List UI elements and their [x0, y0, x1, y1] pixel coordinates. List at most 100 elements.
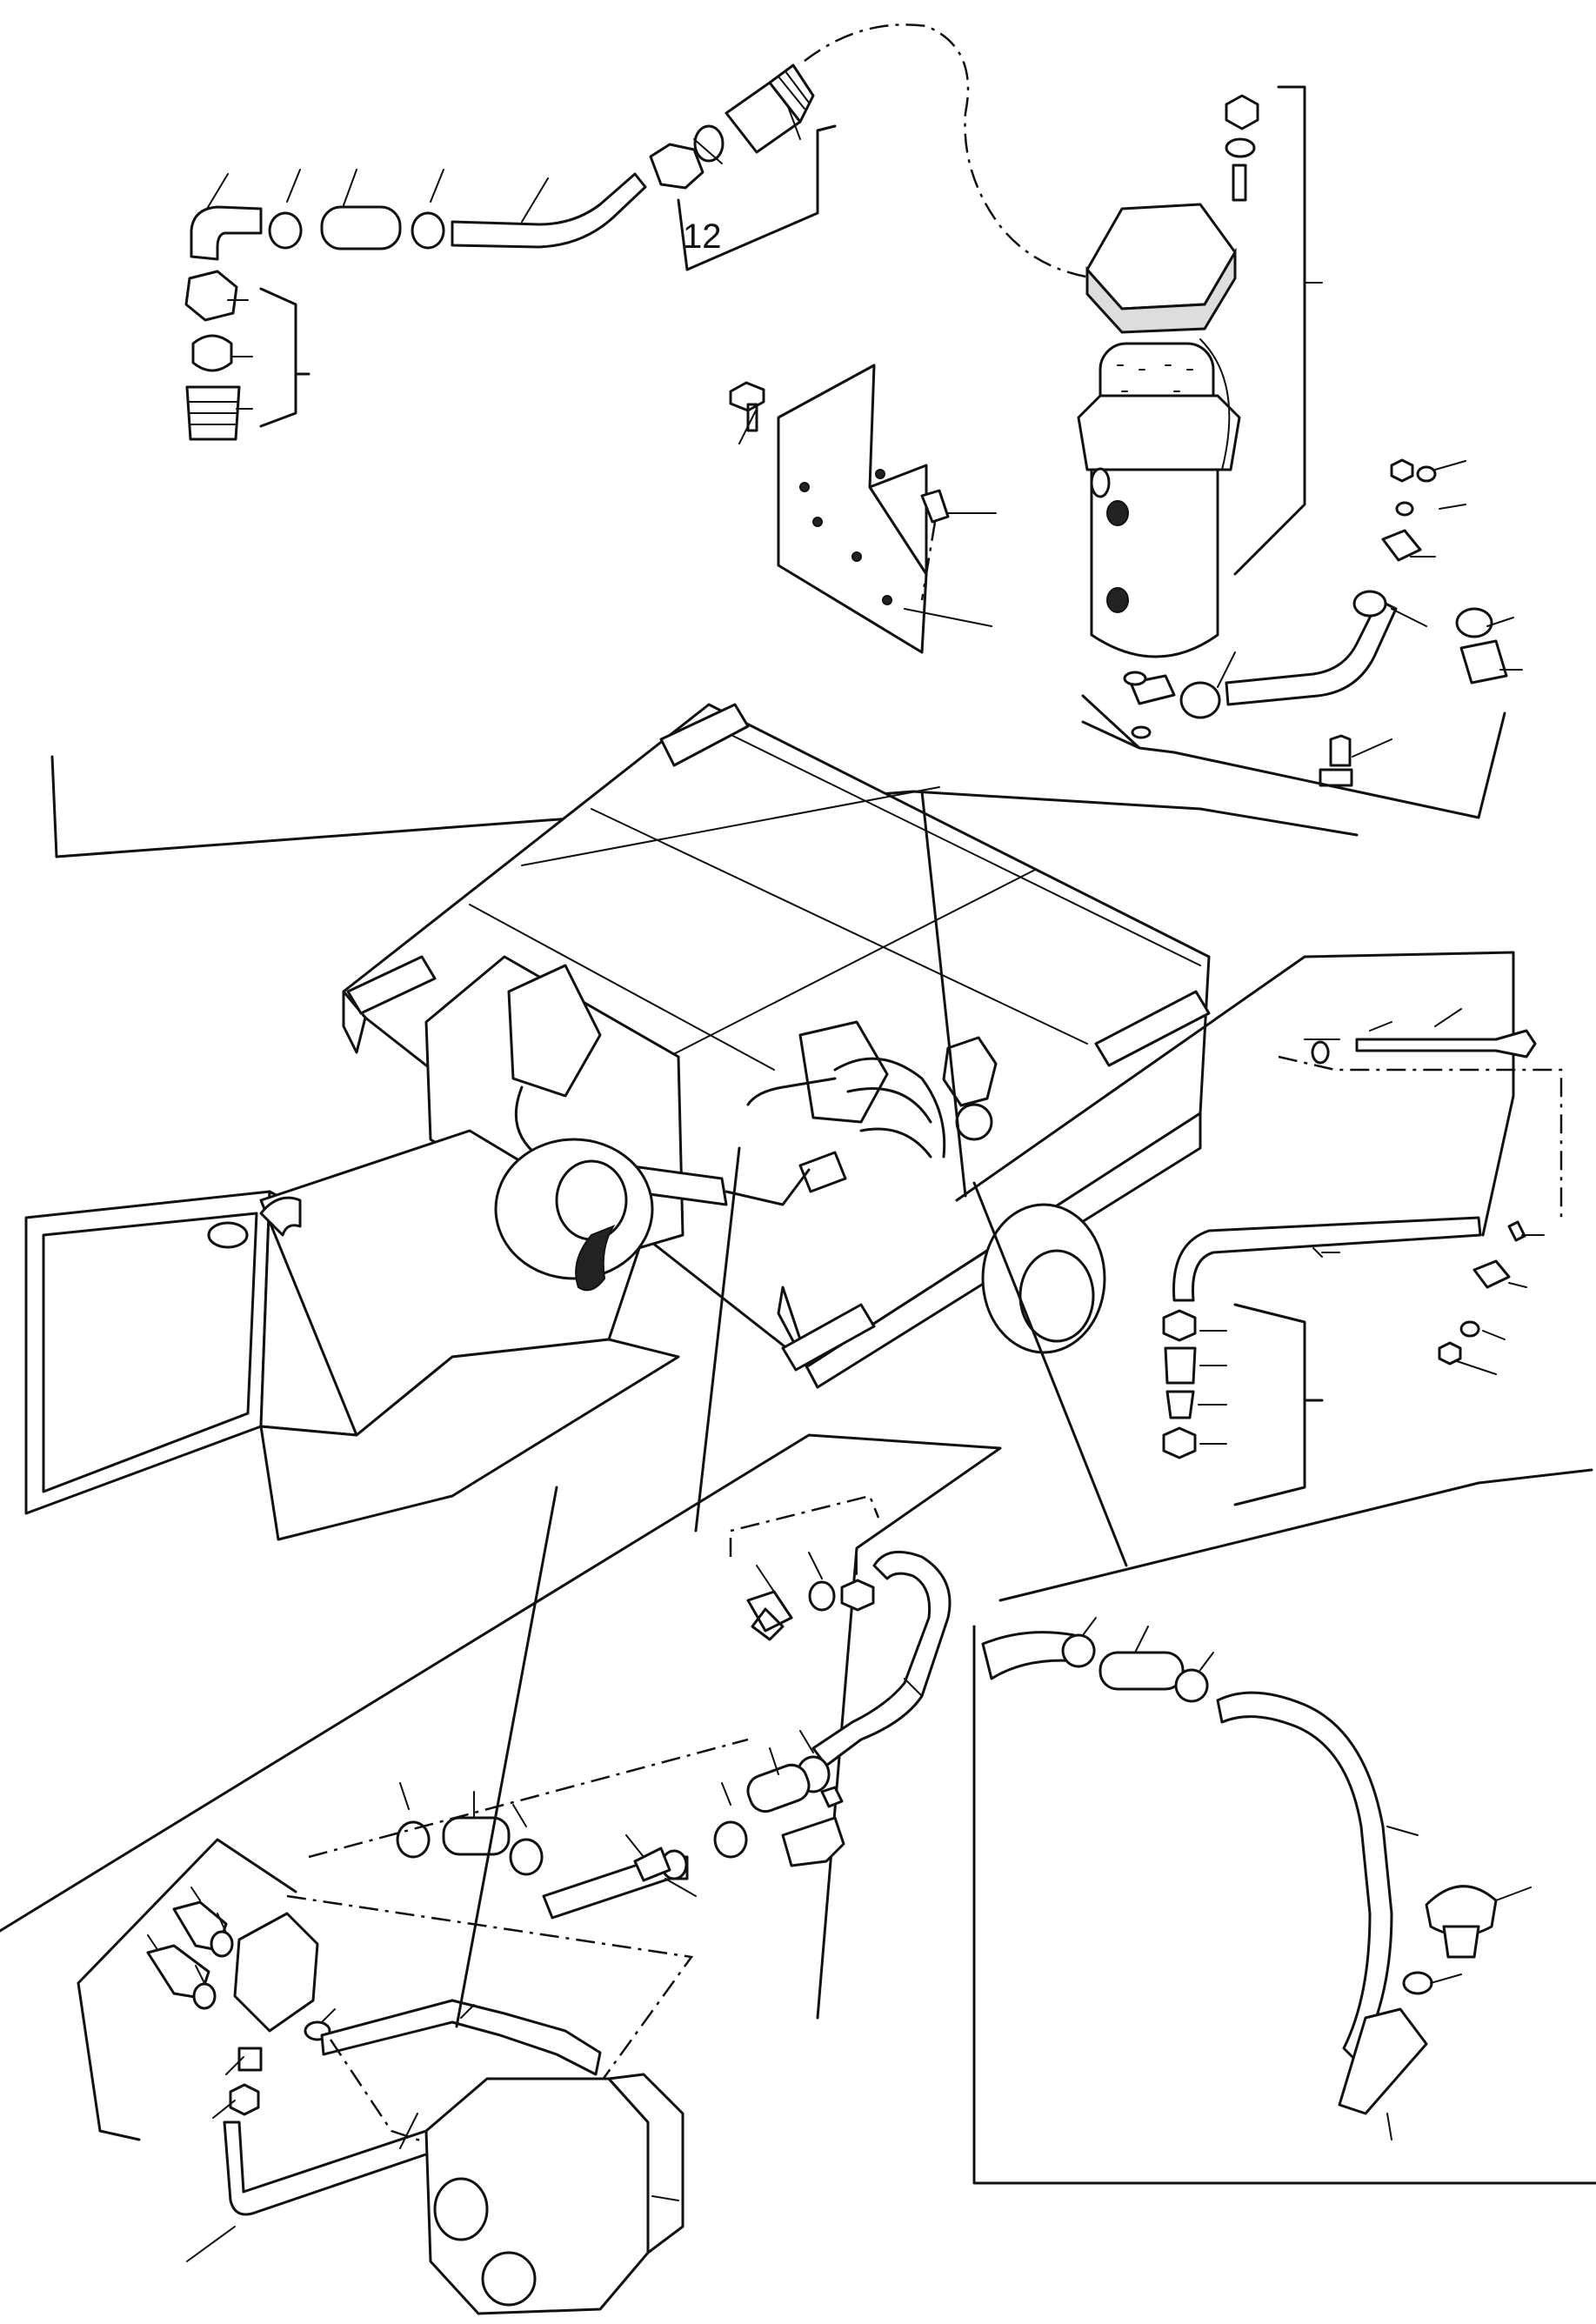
valve-block-bl: [233, 1912, 319, 2033]
filter-lid-washer: [1225, 137, 1256, 158]
ring-bl-2: [192, 1982, 217, 2010]
dipstick-dash: [1278, 1055, 1563, 1218]
fitting-bl-1: [237, 2047, 263, 2072]
dipstick-rod: [1355, 1029, 1537, 1058]
filter-housing-flange: [1077, 394, 1241, 471]
hex-nut-top: [649, 143, 705, 190]
leader-lines-bottom-center: [399, 1547, 923, 1897]
hose-clamp-2: [411, 211, 445, 250]
bracket-bolt-right: [920, 489, 950, 524]
loose-sleeve: [1459, 639, 1508, 685]
hose-br-long: [1216, 1691, 1393, 2063]
bottom-right-frame: [972, 1468, 1596, 2185]
gear-pump-port: [481, 2251, 537, 2307]
hose-br-short: [1099, 1651, 1185, 1691]
bottom-left-pump-group: [77, 1838, 694, 2315]
nut-bc: [840, 1579, 875, 1612]
chassis-inner-lines: [469, 721, 1201, 1088]
hex-nut-left: [184, 270, 238, 322]
main-chassis: [342, 703, 1211, 1389]
clamp-br-2: [1174, 1668, 1209, 1703]
pipe-coupling-right: [798, 1151, 847, 1193]
loose-clamp: [1455, 607, 1493, 638]
filler-o-ring: [1402, 1971, 1433, 1995]
long-suction-pipe: [451, 172, 647, 249]
hose-clamp-1: [268, 211, 303, 250]
engine-base-frame: [259, 1338, 680, 1541]
pipe-bl-bent: [223, 2120, 458, 2216]
valve-block-left: [507, 964, 602, 1098]
motor-cable: [575, 1224, 616, 1292]
fitting-number-label: 12: [683, 217, 722, 256]
leader-lines-bracket: [738, 408, 997, 627]
leader-lines-top-left: [206, 104, 801, 410]
skid-pad-front: [781, 1303, 876, 1372]
gear-pump-shaft: [433, 2177, 489, 2241]
center-hose-bundle: [746, 1057, 946, 1159]
bracket-top-fitting: [677, 124, 837, 271]
filter-lid-stud: [1232, 164, 1247, 202]
filler-breather-stem: [1442, 1925, 1480, 1959]
nut-bl: [229, 2083, 260, 2116]
bracket-holes: [799, 469, 893, 605]
filter-lid-nut: [1225, 94, 1259, 130]
hex-bolt-bottom: [1319, 734, 1353, 787]
motor-end-cap: [555, 1159, 628, 1241]
clamp-bc-5: [396, 1820, 431, 1859]
radiator-core-face: [42, 1212, 258, 1493]
right-clip-bolt: [1507, 1220, 1526, 1242]
pipe-bc-long: [811, 1550, 952, 1767]
return-pipe-bent: [1172, 1216, 1482, 1302]
filter-housing-body: [1090, 468, 1219, 658]
right-washer-small: [1459, 1320, 1480, 1338]
hose-bc-short: [746, 1763, 811, 1813]
filter-cover-gasket: [1085, 247, 1237, 334]
small-washer-b: [1395, 501, 1414, 517]
right-pipe-group: [955, 951, 1563, 1506]
filler-neck: [1338, 2007, 1428, 2115]
small-washer-a: [1416, 465, 1437, 483]
skid-pad-left: [346, 955, 437, 1015]
ring-bl-1: [210, 1930, 234, 1958]
skid-pad-rear: [659, 703, 750, 767]
saddle-clip-bc: [633, 1847, 671, 1882]
leader-to-bottom-center: [694, 1146, 741, 1533]
clip-bc: [781, 1816, 845, 1867]
right-nut-2: [1162, 1426, 1197, 1459]
right-nut-1: [1162, 1309, 1197, 1342]
bracket-fold: [868, 464, 928, 576]
right-bracket-line: [1233, 1303, 1324, 1506]
clamp-bc-4: [509, 1838, 544, 1876]
bottom-center-frame: [0, 1433, 1002, 2020]
bracket-top-left: [259, 287, 311, 428]
right-nut-small: [1438, 1341, 1462, 1366]
short-hose-1: [320, 205, 402, 250]
filter-bottom-bracket: [1081, 694, 1506, 819]
right-group-frame: [955, 951, 1515, 1237]
connect-line-top: [804, 23, 1097, 280]
mounting-bracket: [729, 364, 997, 654]
leader-lines-filter-bottom: [1217, 460, 1523, 758]
valve-knob: [955, 1103, 993, 1141]
return-hose-clamp: [1179, 681, 1221, 719]
banjo-washer-2: [1131, 725, 1152, 739]
leader-to-top-group: [920, 790, 967, 1198]
return-hose: [1225, 598, 1398, 706]
bolt-bc: [820, 1786, 844, 1808]
pipe-bl-upper: [320, 1999, 602, 2076]
filler-cap: [207, 1221, 249, 1249]
housing-port-1: [1106, 500, 1129, 526]
small-nut-a: [1390, 458, 1414, 483]
elbow-fitting-bc: [746, 1590, 793, 1641]
skid-pad-right: [1094, 990, 1211, 1067]
leader-lines-right: [1198, 1008, 1545, 1445]
bracket-dash-line: [920, 521, 937, 601]
hose-bc-mid: [442, 1816, 511, 1856]
right-clip: [1472, 1259, 1511, 1289]
right-reducer-1: [1165, 1390, 1195, 1419]
housing-port-2: [1106, 587, 1129, 613]
bracket-bolt-left: [729, 381, 765, 432]
engine-inlet-bend: [259, 1196, 302, 1237]
housing-port-3: [1090, 467, 1111, 498]
union-thread-lines: [778, 70, 810, 110]
